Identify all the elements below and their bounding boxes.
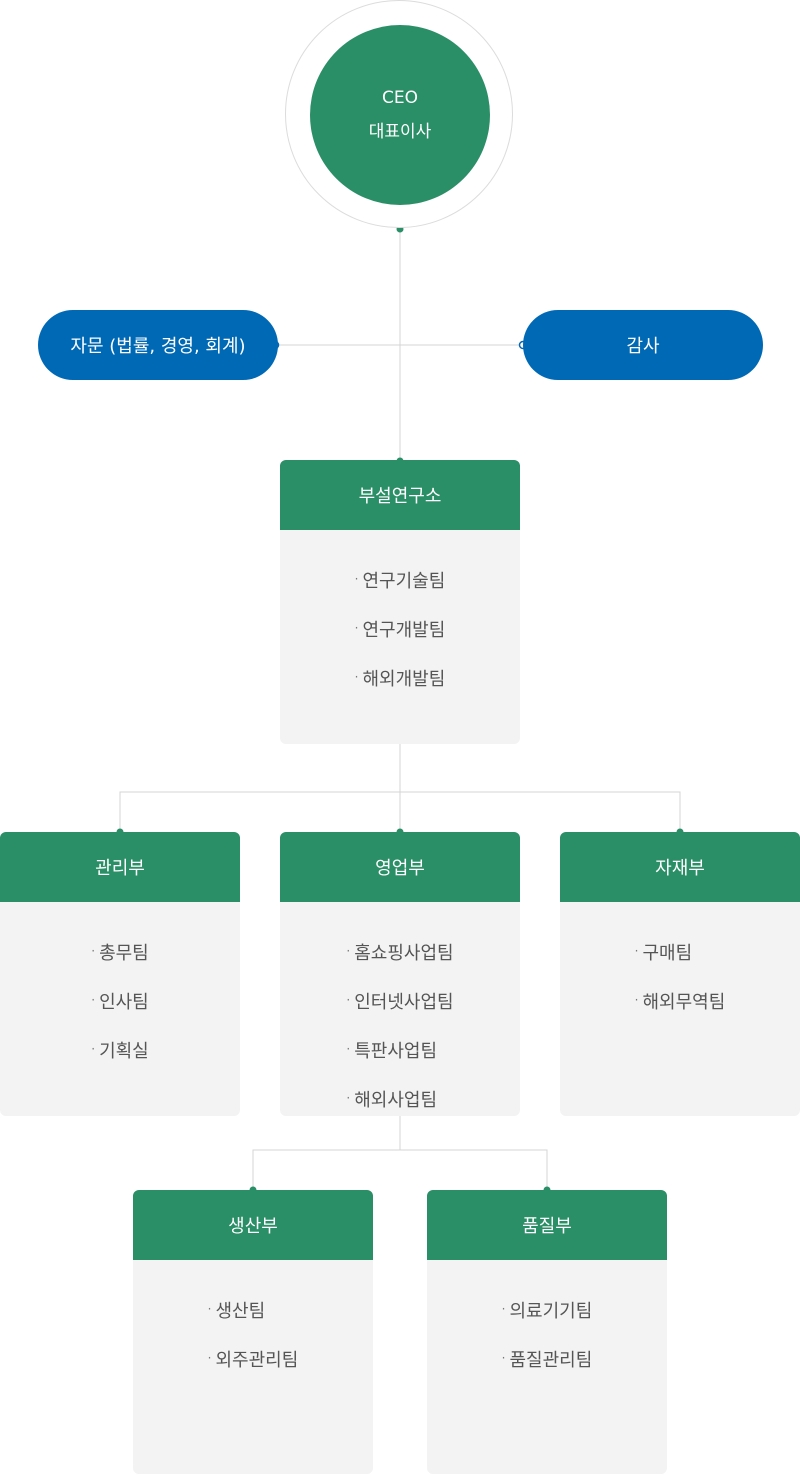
audit-node: 감사 — [523, 310, 763, 380]
department-title: 영업부 — [280, 832, 520, 902]
list-item: 해외개발팀 — [355, 654, 446, 703]
list-item: 해외무역팀 — [635, 977, 726, 1026]
department-box-admin: 관리부 총무팀 인사팀 기획실 — [0, 832, 240, 1116]
audit-label: 감사 — [626, 336, 660, 357]
list-item: 홈쇼핑사업팀 — [346, 928, 453, 977]
list-item: 인터넷사업팀 — [346, 977, 453, 1026]
department-box-sales: 영업부 홈쇼핑사업팀 인터넷사업팀 특판사업팀 해외사업팀 — [280, 832, 520, 1116]
department-box-quality: 품질부 의료기기팀 품질관리팀 — [427, 1190, 667, 1474]
list-item: 생산팀 — [208, 1286, 299, 1335]
list-item: 구매팀 — [635, 928, 726, 977]
research-team-list: 연구기술팀 연구개발팀 해외개발팀 — [355, 556, 446, 703]
ceo-subtitle: 대표이사 — [368, 122, 432, 142]
list-item: 연구개발팀 — [355, 605, 446, 654]
department-box-materials: 자재부 구매팀 해외무역팀 — [560, 832, 800, 1116]
list-item: 인사팀 — [91, 977, 149, 1026]
team-list: 의료기기팀 품질관리팀 — [502, 1286, 593, 1384]
advisory-label: 자문 (법률, 경영, 회계) — [70, 336, 246, 357]
department-title: 생산부 — [133, 1190, 373, 1260]
list-item: 특판사업팀 — [346, 1026, 453, 1075]
list-item: 총무팀 — [91, 928, 149, 977]
ceo-node: CEO 대표이사 — [310, 25, 490, 205]
department-box-production: 생산부 생산팀 외주관리팀 — [133, 1190, 373, 1474]
ceo-title: CEO — [382, 88, 418, 108]
team-list: 생산팀 외주관리팀 — [208, 1286, 299, 1384]
advisory-node: 자문 (법률, 경영, 회계) — [38, 310, 278, 380]
team-list: 구매팀 해외무역팀 — [635, 928, 726, 1026]
list-item: 기획실 — [91, 1026, 149, 1075]
team-list: 총무팀 인사팀 기획실 — [91, 928, 149, 1075]
list-item: 연구기술팀 — [355, 556, 446, 605]
list-item: 해외사업팀 — [346, 1075, 453, 1116]
list-item: 의료기기팀 — [502, 1286, 593, 1335]
research-title: 부설연구소 — [280, 460, 520, 530]
department-title: 품질부 — [427, 1190, 667, 1260]
research-box: 부설연구소 연구기술팀 연구개발팀 해외개발팀 — [280, 460, 520, 744]
department-title: 자재부 — [560, 832, 800, 902]
department-title: 관리부 — [0, 832, 240, 902]
list-item: 품질관리팀 — [502, 1335, 593, 1384]
team-list: 홈쇼핑사업팀 인터넷사업팀 특판사업팀 해외사업팀 — [346, 928, 453, 1116]
list-item: 외주관리팀 — [208, 1335, 299, 1384]
